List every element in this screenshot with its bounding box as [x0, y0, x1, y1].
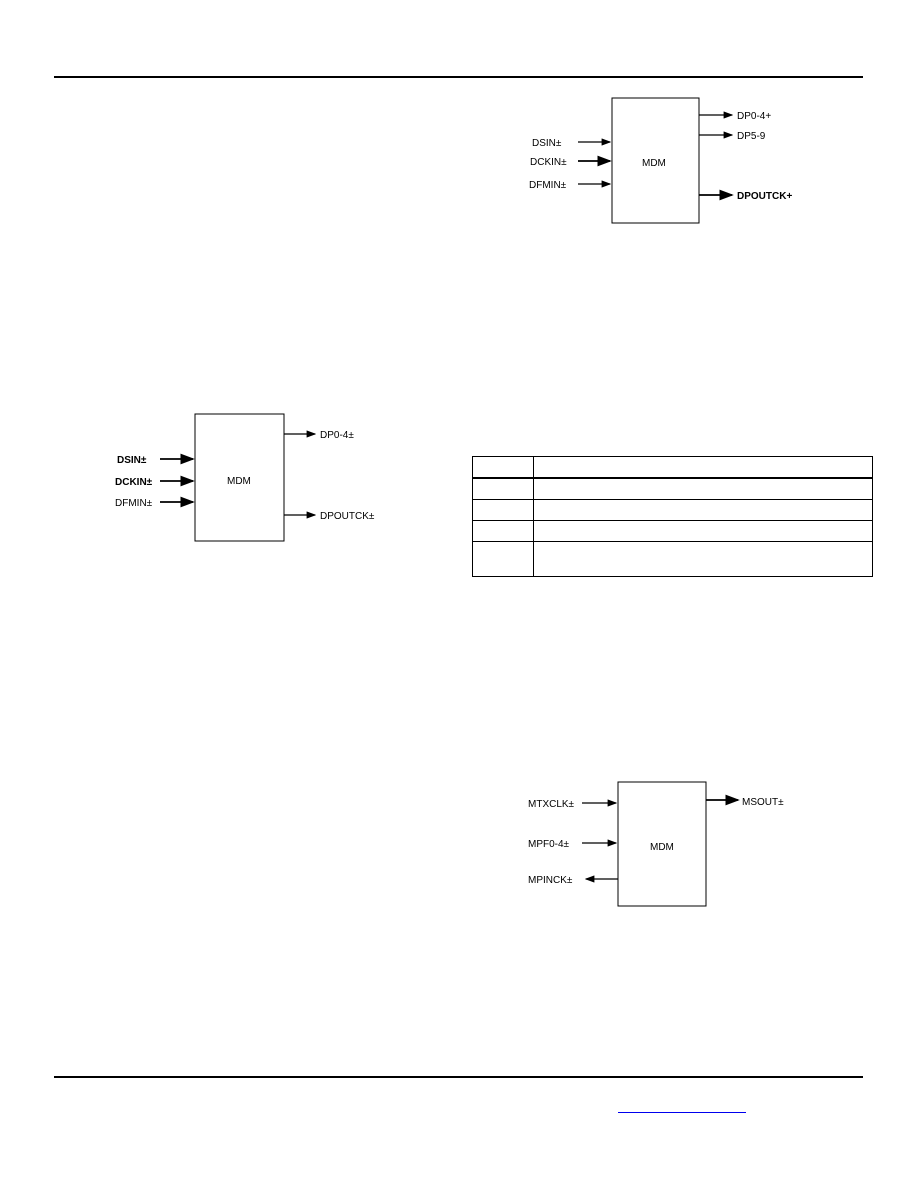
table-cell	[472, 541, 534, 577]
table-row	[472, 541, 873, 577]
table-cell	[533, 456, 873, 479]
table-row	[472, 520, 873, 542]
mdm-diagram-mux: MDM MTXCLK± MPF0-4± MPINCK± MSOUT±	[528, 781, 784, 907]
table-row	[472, 477, 873, 500]
input-label: DCKIN±	[115, 477, 153, 488]
input-label: DSIN±	[532, 138, 562, 149]
input-label: DFMIN±	[529, 180, 567, 191]
table-row	[472, 456, 873, 479]
table-cell	[533, 520, 873, 542]
footer-rule	[54, 1076, 863, 1078]
table-cell	[472, 456, 534, 479]
table-cell	[533, 477, 873, 500]
output-label: MSOUT±	[742, 797, 784, 808]
input-arrows	[578, 138, 612, 188]
table-cell	[472, 520, 534, 542]
input-label: DSIN±	[117, 455, 147, 466]
pin-table	[472, 456, 873, 577]
output-label: DPOUTCK±	[320, 511, 375, 522]
header-rule	[54, 76, 863, 78]
input-label: MTXCLK±	[528, 799, 575, 810]
output-label: DP0-4+	[737, 111, 771, 122]
table-cell	[472, 499, 534, 521]
mdm-diagram-5bit: MDM DSIN± DCKIN± DFMIN± DP0-4± DPOUTCK±	[115, 413, 375, 542]
table-row	[472, 499, 873, 521]
output-label: DP5-9	[737, 131, 766, 142]
table-cell	[533, 499, 873, 521]
block-label: MDM	[642, 158, 666, 169]
table-cell	[472, 477, 534, 500]
input-label: DCKIN±	[530, 157, 567, 168]
output-arrows	[699, 111, 734, 201]
input-arrows	[582, 799, 618, 847]
footer-link[interactable]	[618, 1098, 746, 1113]
input-label: MPF0-4±	[528, 839, 570, 850]
mdm-block	[617, 781, 707, 907]
mdm-block	[194, 413, 285, 542]
bidir-label: MPINCK±	[528, 875, 573, 886]
input-label: DFMIN±	[115, 498, 153, 509]
output-label: DP0-4±	[320, 430, 354, 441]
mdm-diagram-10bit: MDM DSIN± DCKIN± DFMIN± DP0-4+ DP5-9 DPO…	[529, 97, 792, 224]
output-label: DPOUTCK+	[737, 191, 792, 202]
mdm-block	[611, 97, 700, 224]
block-label: MDM	[650, 842, 674, 853]
table-cell	[533, 541, 873, 577]
input-arrows	[160, 453, 195, 508]
output-arrows	[284, 430, 317, 519]
block-label: MDM	[227, 476, 251, 487]
